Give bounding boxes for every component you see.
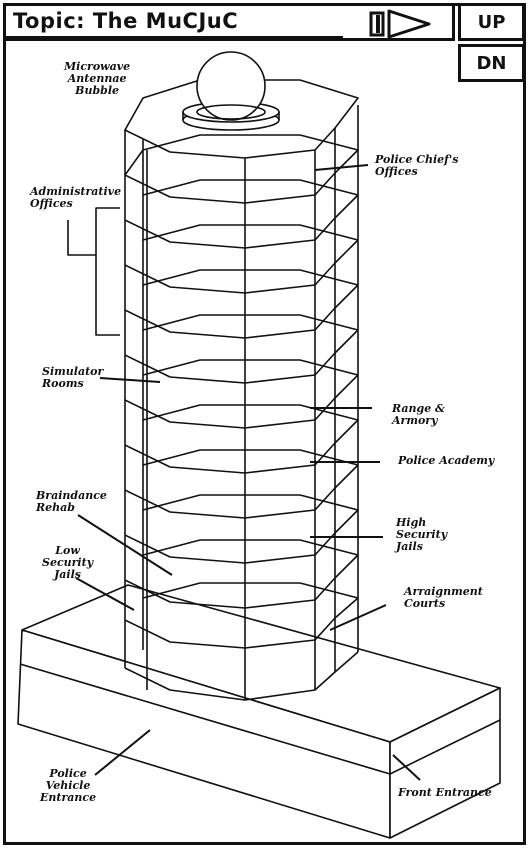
label-range-armory: Range & Armory: [392, 402, 445, 427]
label-police-vehicle-entrance: Police Vehicle Entrance: [40, 767, 97, 804]
down-button[interactable]: DN: [458, 44, 525, 82]
label-police-academy: Police Academy: [398, 454, 495, 467]
label-administrative-offices: Administrative Offices: [30, 185, 122, 210]
title-bar: Topic: The MuCJuC: [3, 3, 455, 41]
label-antenna-bubble: Microwave Antennae Bubble: [64, 60, 131, 97]
label-arraignment-courts: Arraignment Courts: [404, 585, 483, 610]
antenna-bubble: [182, 51, 280, 131]
label-front-entrance: Front Entrance: [398, 786, 492, 799]
play-forward-icon[interactable]: [369, 9, 439, 39]
base-front-right: [389, 687, 501, 839]
label-high-security-jails: High Security Jails: [396, 516, 448, 553]
title-underline: [3, 36, 343, 39]
floor-slabs: [124, 134, 359, 701]
label-braindance-rehab: Braindance Rehab: [36, 489, 107, 514]
tower-body: [124, 105, 359, 700]
window-frame: [3, 3, 526, 845]
label-police-chief-offices: Police Chief's Offices: [375, 153, 459, 178]
label-simulator-rooms: Simulator Rooms: [42, 365, 104, 390]
admin-bracket: [95, 207, 120, 336]
up-button[interactable]: UP: [458, 3, 525, 41]
window-title: Topic: The MuCJuC: [13, 9, 239, 33]
leader-lines: [75, 164, 421, 781]
label-low-security-jails: Low Security Jails: [42, 544, 94, 581]
